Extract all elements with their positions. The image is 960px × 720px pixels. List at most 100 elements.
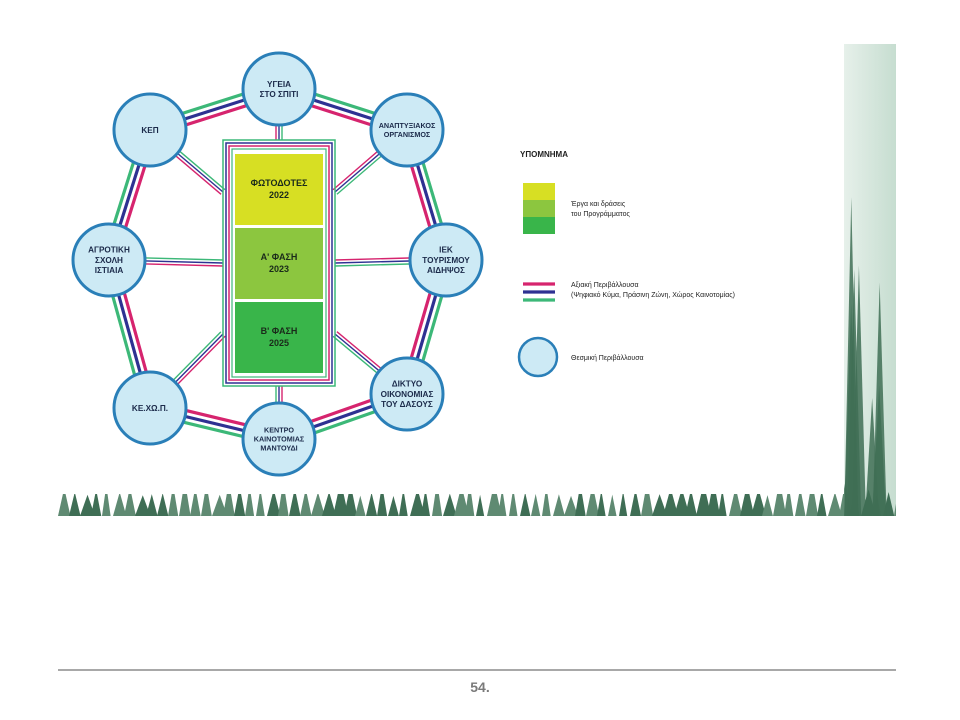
tree xyxy=(784,485,794,516)
tree xyxy=(707,480,721,516)
legend-swatch xyxy=(523,183,555,200)
legend-swatch xyxy=(523,200,555,217)
tree xyxy=(168,485,179,516)
tree xyxy=(333,480,349,516)
tree xyxy=(630,488,642,516)
tree xyxy=(245,485,255,516)
tree xyxy=(113,492,127,516)
node-label: ΚΕΠ xyxy=(141,126,158,135)
node-label: ΥΓΕΙΑ xyxy=(267,80,291,89)
node-circle xyxy=(408,222,484,298)
legend-institution-circle xyxy=(517,336,559,378)
tree xyxy=(388,495,399,516)
node-bottomleft: ΚΕ.ΧΩ.Π. xyxy=(112,370,188,446)
tree xyxy=(201,483,212,516)
tree xyxy=(212,494,228,516)
node-circle xyxy=(369,356,445,432)
node-label: ΑΓΡΟΤΙΚΗ xyxy=(88,246,130,255)
legend-institutional-label: Θεσμική Περιβάλλουσα xyxy=(571,354,644,362)
tree xyxy=(135,495,151,516)
tree xyxy=(190,487,201,516)
tree xyxy=(817,489,827,516)
node-circle xyxy=(369,92,445,168)
legend-projects-label-line1: Έργα και δράσεις xyxy=(570,200,626,208)
tree xyxy=(410,488,425,516)
tree xyxy=(476,494,485,516)
phase-block xyxy=(235,154,323,225)
tree xyxy=(300,488,312,516)
tree xyxy=(795,487,806,516)
tree xyxy=(773,480,787,516)
node-circle xyxy=(71,222,147,298)
tree xyxy=(432,481,443,516)
tree xyxy=(234,486,246,516)
tree xyxy=(146,494,158,516)
node-circle xyxy=(112,92,188,168)
tree xyxy=(564,495,579,516)
tree xyxy=(399,488,408,516)
phase-label: Β' ΦΑΣΗ xyxy=(261,326,298,336)
legend-value-lines xyxy=(523,282,555,302)
node-label: ΙΕΚ xyxy=(439,246,453,255)
tree xyxy=(696,483,712,516)
tree xyxy=(355,495,366,516)
tree xyxy=(641,481,654,516)
tree xyxy=(586,484,600,516)
tree xyxy=(652,494,668,516)
legend-projects-label-line2: του Προγράμματος xyxy=(571,210,630,218)
tree xyxy=(58,488,71,516)
node-label: ΙΣΤΙΑΙΑ xyxy=(95,266,124,275)
tree xyxy=(806,480,819,516)
tree xyxy=(157,492,169,516)
tree xyxy=(454,485,469,516)
tree xyxy=(102,485,111,516)
tree xyxy=(872,385,887,516)
tree xyxy=(278,480,289,516)
node-label: ΟΡΓΑΝΙΣΜΟΣ xyxy=(384,130,431,139)
tree xyxy=(487,482,502,516)
tree xyxy=(179,480,191,516)
forest-trees xyxy=(58,197,896,516)
node-label: ΚΕ.ΧΩ.Π. xyxy=(132,404,168,413)
tree xyxy=(531,493,541,516)
phase-block xyxy=(235,228,323,299)
tree xyxy=(443,493,457,516)
node-label: ΤΟΥΡΙΣΜΟΥ xyxy=(422,256,470,265)
tree xyxy=(91,489,102,516)
tree xyxy=(828,492,842,516)
tree xyxy=(80,494,96,516)
tree xyxy=(256,488,265,516)
tree xyxy=(421,488,431,516)
tree xyxy=(124,487,136,516)
tree xyxy=(311,492,325,516)
tree xyxy=(663,488,679,516)
tree xyxy=(267,489,281,516)
tree xyxy=(674,488,690,516)
tree xyxy=(729,487,743,516)
node-topleft: ΚΕΠ xyxy=(112,92,188,168)
tree xyxy=(465,482,475,516)
legend: ΥΠΟΜΝΗΜΑ Έργα και δράσεις του Προγράμματ… xyxy=(517,150,735,378)
phase-label: ΦΩΤΟΔΟΤΕΣ xyxy=(251,178,308,188)
node-circle xyxy=(241,401,317,477)
tree xyxy=(844,303,859,516)
tree xyxy=(322,491,337,516)
node-label: ΑΝΑΠΤΥΞΙΑΚΟΣ xyxy=(379,121,436,130)
node-label: ΣΧΟΛΗ xyxy=(95,256,123,265)
node-circle xyxy=(241,51,317,127)
phase-block xyxy=(235,302,323,373)
node-label: ΤΟΥ ΔΑΣΟΥΣ xyxy=(381,400,433,409)
tree xyxy=(498,488,507,516)
node-label: ΚΑΙΝΟΤΟΜΙΑΣ xyxy=(254,435,305,444)
tree xyxy=(619,491,628,516)
